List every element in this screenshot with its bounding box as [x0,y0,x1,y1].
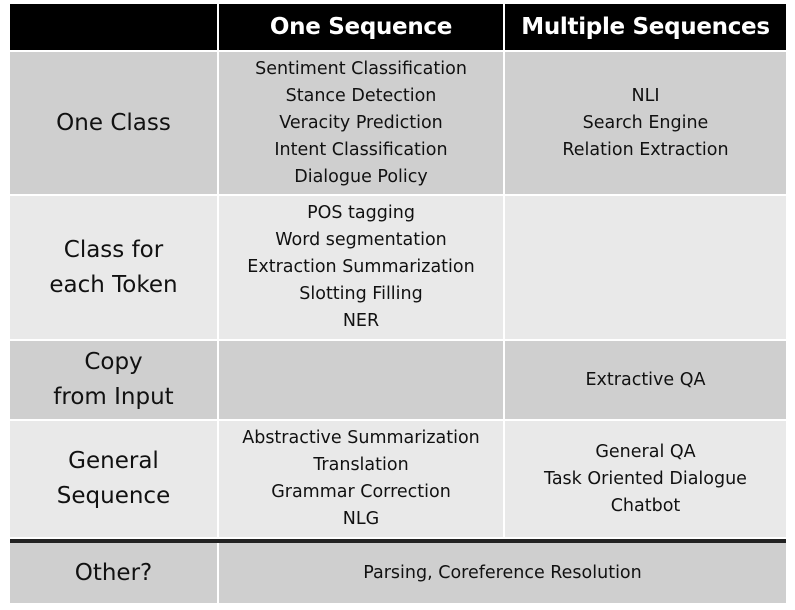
row-label-one-class: One Class [10,52,219,194]
task-item: Extractive QA [585,369,706,390]
task-item: Task Oriented Dialogue [544,468,747,489]
task-item: Chatbot [610,495,681,516]
cell-general-one-sequence: Abstractive Summarization Translation Gr… [219,421,505,537]
row-label-line: One Class [56,109,171,136]
task-item: Abstractive Summarization [242,428,480,448]
task-item: Dialogue Policy [294,166,428,187]
row-class-for-each-token: Class for each Token POS tagging Word se… [10,196,786,341]
row-label-line: each Token [49,271,178,298]
header-multiple-sequences: Multiple Sequences [521,14,770,40]
row-label-line: General [68,448,159,474]
cell-token-multiple-sequences [505,196,786,339]
task-item: Relation Extraction [562,139,729,160]
row-label-class-for-each-token: Class for each Token [10,196,219,339]
cell-copy-one-sequence [219,341,505,419]
cell-one-class-one-sequence: Sentiment Classification Stance Detectio… [219,52,505,194]
header-one-sequence: One Sequence [219,4,505,50]
row-label-line: from Input [53,384,174,410]
task-item: NLG [342,509,380,529]
row-label-general-sequence: General Sequence [10,421,219,537]
task-item: Stance Detection [285,85,437,106]
task-item: Sentiment Classification [255,58,467,79]
cell-general-multiple-sequences: General QA Task Oriented Dialogue Chatbo… [505,421,786,537]
task-item: Veracity Prediction [279,112,443,133]
row-label-other: Other? [10,543,219,603]
row-one-class: One Class Sentiment Classification Stanc… [10,52,786,196]
header-corner-cell [10,4,219,50]
row-label-line: Copy [84,349,143,375]
task-item: Intent Classification [274,139,448,160]
cell-copy-multiple-sequences: Extractive QA [505,341,786,419]
cell-other-value: Parsing, Coreference Resolution [363,562,642,583]
task-item: Search Engine [582,112,709,133]
row-label-line: Class for [63,236,164,263]
row-label-copy-from-input: Copy from Input [10,341,219,419]
cell-token-one-sequence: POS tagging Word segmentation Extraction… [219,196,505,339]
task-item: NLI [631,85,660,106]
task-item: Word segmentation [275,230,447,250]
row-general-sequence: General Sequence Abstractive Summarizati… [10,421,786,539]
task-item: Translation [313,455,409,475]
row-label-line: Sequence [56,483,171,509]
task-item: NER [342,311,380,331]
row-other: Other? Parsing, Coreference Resolution [10,539,786,603]
task-item: Extraction Summarization [247,257,475,277]
row-copy-from-input: Copy from Input Extractive QA [10,341,786,421]
table-header-row: One Sequence Multiple Sequences [10,4,786,52]
task-item: General QA [595,441,696,462]
task-table: One Sequence Multiple Sequences One Clas… [10,4,786,603]
task-item: POS tagging [307,203,415,223]
task-item: Grammar Correction [271,482,451,502]
task-item: Slotting Filling [299,284,423,304]
cell-one-class-multiple-sequences: NLI Search Engine Relation Extraction [505,52,786,194]
